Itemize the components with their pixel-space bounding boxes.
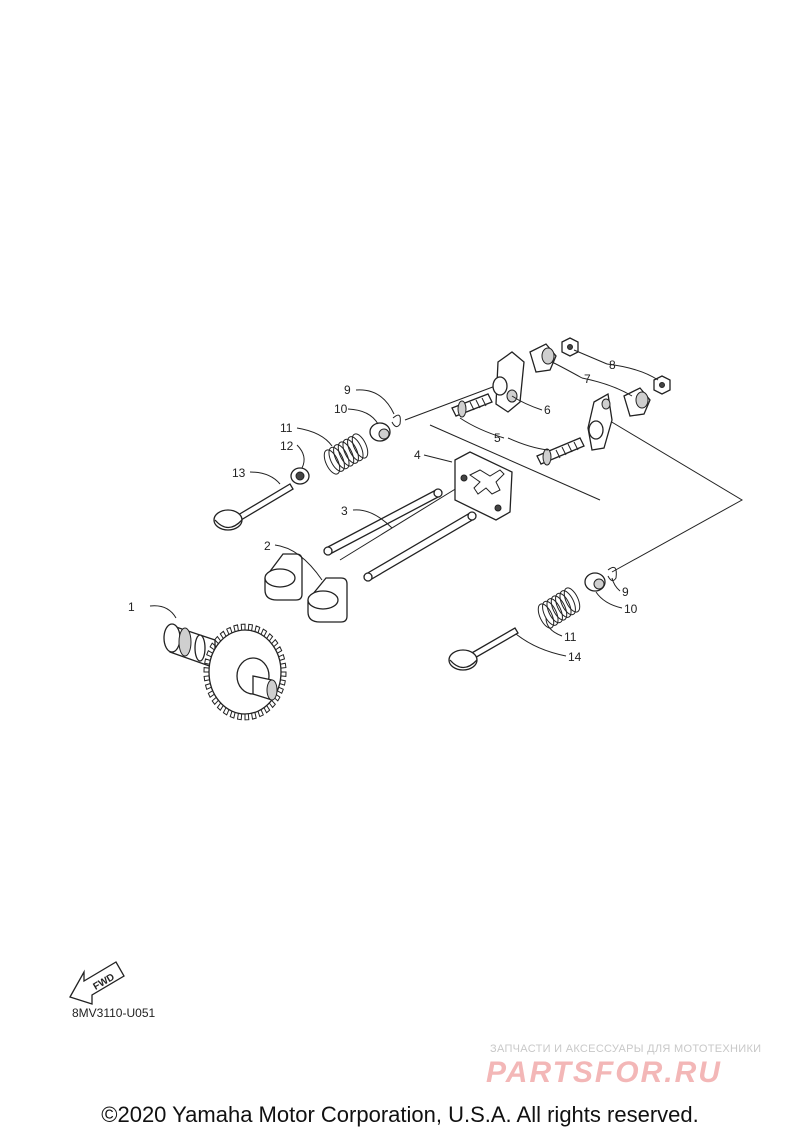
spring-coil xyxy=(537,603,555,629)
spring-coil xyxy=(351,433,369,459)
callout-9-exhaust: 9 xyxy=(622,585,629,599)
callout-11-intake: 11 xyxy=(280,421,293,435)
spring-coil xyxy=(328,446,345,472)
spring-coil xyxy=(342,438,359,464)
callout-10-intake: 10 xyxy=(334,402,348,416)
valve-set-upper xyxy=(213,414,401,531)
callout-7: 7 xyxy=(584,372,591,386)
callout-4: 4 xyxy=(414,448,421,462)
callout-numbers: 1 2 3 4 5 6 7 8 9 10 11 12 13 9 10 11 14 xyxy=(128,358,638,664)
rocker-studs xyxy=(451,393,585,466)
assembly-lines xyxy=(329,384,744,573)
callout-11-exhaust: 11 xyxy=(564,630,577,644)
copyright-notice: ©2020 Yamaha Motor Corporation, U.S.A. A… xyxy=(101,1102,699,1127)
callout-3: 3 xyxy=(341,504,348,518)
callout-2: 2 xyxy=(264,539,271,553)
spring-coil xyxy=(337,441,355,467)
spring-coil xyxy=(347,436,364,462)
callout-5: 5 xyxy=(494,431,501,445)
callout-leaders xyxy=(149,349,659,657)
watermark-tagline: ЗАПЧАСТИ И АКСЕССУАРЫ ДЛЯ МОТОТЕХНИКИ xyxy=(490,1043,762,1055)
callout-6: 6 xyxy=(544,403,551,417)
spring-coil xyxy=(333,444,350,470)
spring-coil xyxy=(563,587,581,613)
gear-tooth-outline xyxy=(203,623,287,721)
spring-coil xyxy=(323,449,341,475)
callout-8: 8 xyxy=(609,358,616,372)
callout-9-intake: 9 xyxy=(344,383,351,397)
lock-nuts xyxy=(561,337,671,395)
spring-coil xyxy=(542,600,559,626)
callout-14: 14 xyxy=(568,650,582,664)
rocker-arms xyxy=(492,351,613,451)
callout-1: 1 xyxy=(128,600,135,614)
diagram-code: 8MV3110-U051 xyxy=(72,1006,156,1020)
valve-set-lower xyxy=(448,566,617,671)
callout-13: 13 xyxy=(232,466,246,480)
guide-plate xyxy=(454,451,513,521)
spring-coil xyxy=(546,598,563,624)
spring-coil xyxy=(555,592,572,618)
push-rods xyxy=(323,488,477,582)
callout-12: 12 xyxy=(280,439,294,453)
watermark-brand: PARTSFOR.RU xyxy=(486,1056,722,1089)
tappets xyxy=(264,553,348,623)
camshaft-gear xyxy=(163,623,287,721)
callout-10-exhaust: 10 xyxy=(624,602,638,616)
spring-coil xyxy=(559,590,576,616)
fwd-arrow-icon: FWD xyxy=(69,961,125,1005)
spring-coil xyxy=(550,595,568,621)
